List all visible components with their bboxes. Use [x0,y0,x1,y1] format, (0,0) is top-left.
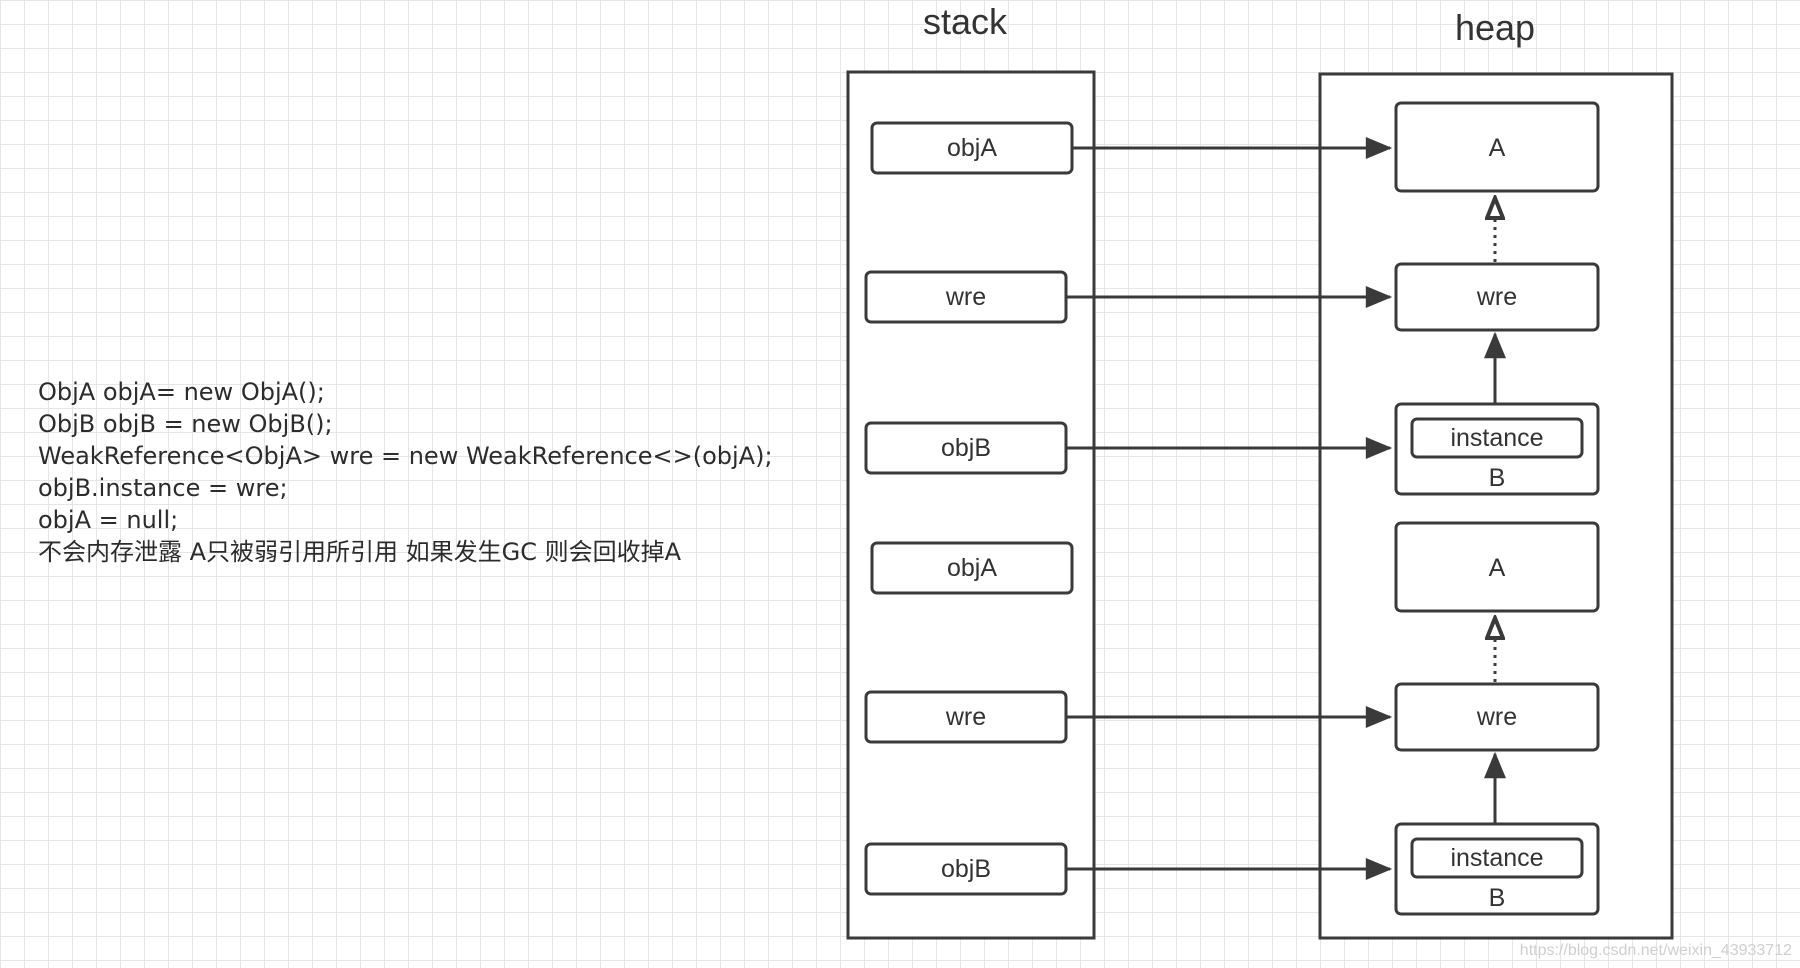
stack-item: objB [864,421,1068,475]
code-line: objA = null; [38,506,179,534]
code-snippet: ObjA objA= new ObjA(); ObjB objB = new O… [38,376,773,568]
stack-title: stack [923,1,1008,42]
code-line: ObjA objA= new ObjA(); [38,378,325,406]
stack-item-label: objA [947,554,997,582]
stack-item-label: wre [945,283,986,311]
stack-item-label: objB [941,434,991,462]
heap-object-label: A [1489,554,1506,582]
stack-item: wre [864,270,1068,324]
heap-object-label: B [1489,464,1506,492]
heap-object-label: wre [1476,703,1517,731]
code-note: 不会内存泄露 A只被弱引用所引用 如果发生GC 则会回收掉A [38,538,682,566]
code-line: objB.instance = wre; [38,474,288,502]
watermark: https://blog.csdn.net/weixin_43933712 [1519,942,1792,959]
stack-item: objB [864,842,1068,896]
heap-object-label: B [1489,884,1506,912]
heap-object-wre: wre [1394,682,1600,752]
instance-field [1410,417,1584,459]
stack-item: objA [870,541,1074,595]
code-line: ObjB objB = new ObjB(); [38,410,333,438]
instance-field-label: instance [1450,424,1543,452]
stack-item: wre [864,690,1068,744]
instance-field [1410,837,1584,879]
code-line: WeakReference<ObjA> wre = new WeakRefere… [38,442,773,470]
heap-object-a: A [1394,521,1600,613]
stack-item-label: objB [941,855,991,883]
heap-object-wre: wre [1394,262,1600,332]
heap-object-label: wre [1476,283,1517,311]
heap-object-b: instance B [1394,822,1600,916]
heap-object-a: A [1394,101,1600,193]
stack-item-label: wre [945,703,986,731]
heap-object-b: instance B [1394,402,1600,496]
heap-object-label: A [1489,134,1506,162]
stack-item-label: objA [947,134,997,162]
instance-field-label: instance [1450,844,1543,872]
heap-title: heap [1455,7,1535,48]
stack-item: objA [870,121,1074,175]
stack-region [846,70,1096,940]
